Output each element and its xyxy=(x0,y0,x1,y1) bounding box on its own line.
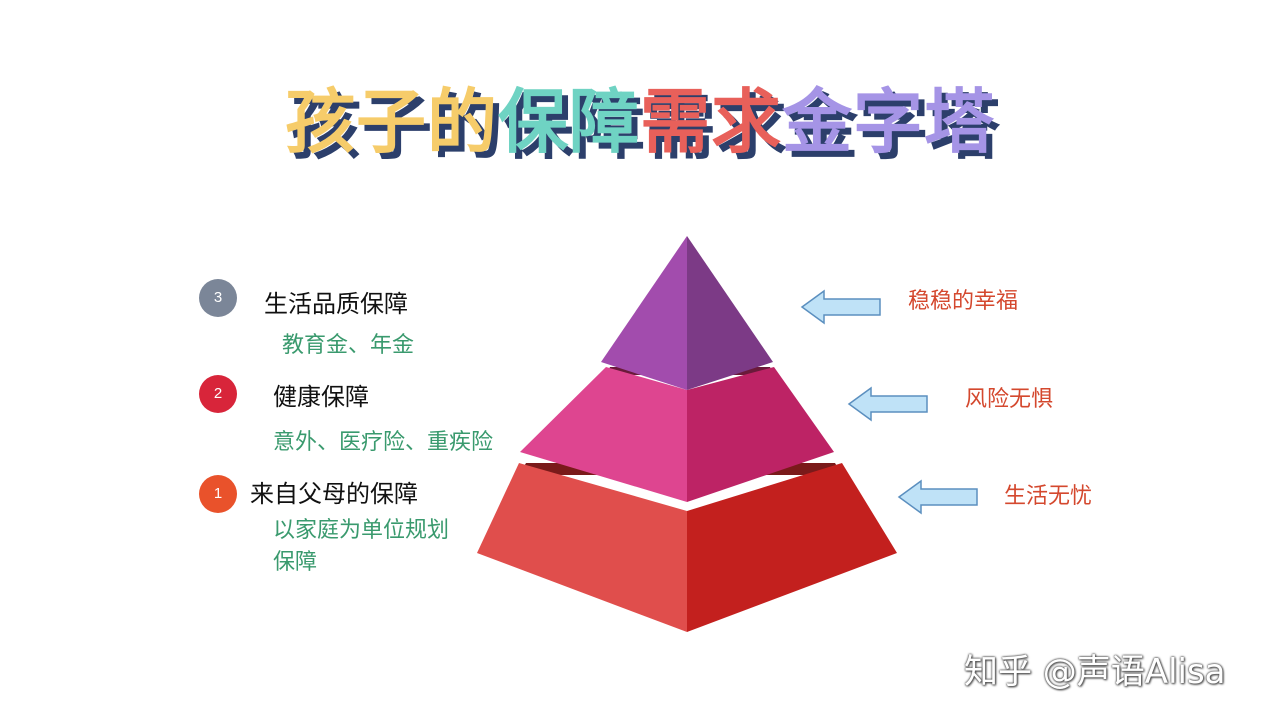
level-1-title: 来自父母的保障 xyxy=(250,480,418,508)
arrow-left-icon xyxy=(847,386,928,422)
level-3-title: 生活品质保障 xyxy=(264,290,408,318)
title-char: 孩 xyxy=(285,81,356,163)
pyramid-tier-2-right-face xyxy=(687,367,834,502)
title-char: 字 xyxy=(853,81,924,163)
level-3-desc: 教育金、年金 xyxy=(282,333,415,358)
title-char: 保 xyxy=(498,81,569,163)
title-char: 子 xyxy=(356,81,427,163)
title-char: 障 xyxy=(569,81,640,163)
title-char: 求 xyxy=(711,81,782,163)
level-2-desc: 意外、医疗险、重疾险 xyxy=(273,430,494,455)
pyramid-tier-1-right-face xyxy=(687,463,897,632)
level-3-right-label: 稳稳的幸福 xyxy=(908,289,1019,314)
arrow-left-icon xyxy=(897,479,978,515)
title-char: 需 xyxy=(640,81,711,163)
level-2-badge: 2 xyxy=(199,375,237,413)
watermark: 知乎 @声语Alisa xyxy=(964,652,1226,692)
pyramid-tier-1-left-face xyxy=(477,463,687,632)
level-3-badge: 3 xyxy=(199,279,237,317)
pyramid-tier-3-left-face xyxy=(601,236,687,390)
level-1-badge: 1 xyxy=(199,475,237,513)
level-1-right-label: 生活无忧 xyxy=(1004,484,1093,509)
title-char: 的 xyxy=(427,81,498,163)
title-char: 塔 xyxy=(924,81,995,163)
page-title: 孩子的保障需求金字塔 xyxy=(0,74,1280,170)
pyramid-diagram xyxy=(477,236,897,632)
pyramid-tier-2-left-face xyxy=(520,367,687,502)
pyramid-tier-3-right-face xyxy=(687,236,773,390)
level-1-desc: 以家庭为单位规划保障 xyxy=(273,518,450,575)
level-2-right-label: 风险无惧 xyxy=(965,387,1054,412)
arrow-left-icon xyxy=(800,289,881,325)
title-char: 金 xyxy=(782,81,853,163)
level-2-title: 健康保障 xyxy=(273,383,369,411)
